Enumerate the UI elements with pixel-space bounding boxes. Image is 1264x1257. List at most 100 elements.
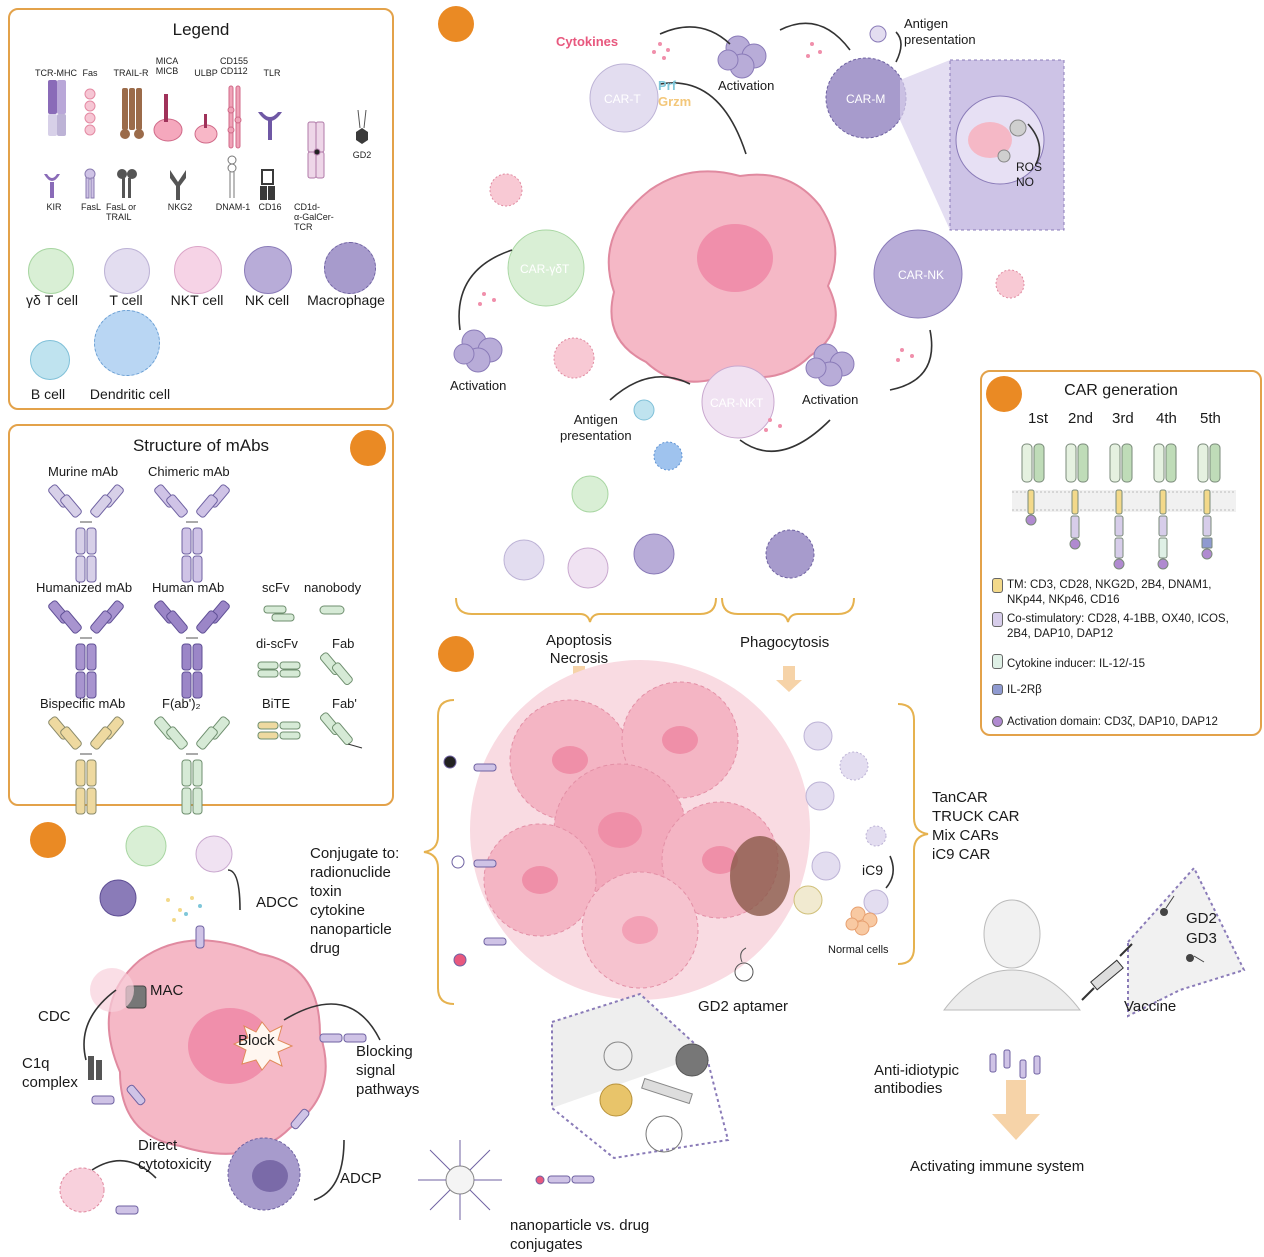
mabs-panel: Structure of mAbs Murine mAb Chimeric mA…: [8, 424, 394, 815]
tlr-glyph: [258, 112, 282, 140]
receptor-label-nkg2: NKG2: [167, 202, 193, 212]
fab-glyph: [319, 652, 353, 686]
conjugate-label: Conjugate to: radionuclide toxin cytokin…: [310, 845, 400, 957]
left-brace: [423, 699, 455, 1005]
drug-conjugate: [535, 1175, 595, 1185]
car-legend-il2rb-swatch: [992, 684, 1003, 695]
receptor-label-dnam1: DNAM-1: [215, 202, 251, 212]
direct-cytotoxicity-label: Direct cytotoxicity: [138, 1137, 212, 1173]
gd2-aptamer-glyph: [734, 947, 754, 982]
antigen-presentation-top: Antigen presentation: [904, 16, 976, 47]
car-legend-costim-swatch: [992, 612, 1003, 627]
receptor-label-cd155: CD155 CD112: [219, 56, 248, 76]
scfv-glyph: [263, 605, 295, 622]
receptor-label-fas: Fas: [82, 68, 98, 78]
block-burst: [232, 1021, 294, 1071]
right-brace: [897, 703, 929, 965]
receptor-glyphs-row1: [44, 80, 368, 200]
fragment-label-fab: Fab: [332, 636, 355, 651]
mabs-title: Structure of mAbs: [132, 436, 270, 455]
car-nk-label: CAR-NK: [898, 268, 945, 282]
car-gen-1st: 1st: [1028, 410, 1049, 427]
phagocytosis-bracket: [721, 597, 855, 623]
cdc-debris: [90, 968, 134, 1012]
tcr-mhc-glyph: [48, 80, 57, 114]
car-gen-title: CAR generation: [1064, 382, 1178, 399]
car-types-label: TanCAR TRUCK CAR Mix CARs iC9 CAR: [932, 789, 1020, 863]
gd-t-cell-label: γδ T cell: [26, 292, 78, 308]
dendritic-cell-label: Dendritic cell: [89, 386, 171, 402]
person-figure: [942, 899, 1082, 1011]
vaccine-gd3-label: GD3: [1186, 930, 1217, 947]
mica-glyph: [153, 94, 183, 142]
activation-cluster-right: [805, 343, 855, 387]
nk-cell-mab: [99, 879, 137, 917]
block-label: Block: [238, 1032, 275, 1049]
vaccine-gd2-label: GD2: [1186, 910, 1217, 927]
anti-idiotypic-antibodies: [989, 1049, 1041, 1079]
activating-arrow: [992, 1080, 1040, 1140]
car-gd-t-label: CAR-γδT: [520, 262, 570, 276]
mab-mechanism-illustration: [59, 825, 381, 1215]
di-scfv-glyph: [257, 661, 301, 678]
nanoparticle-conjugate: [418, 1140, 502, 1220]
mab-label-fab2: F(ab')₂: [162, 696, 201, 711]
receptor-label-fasl-trail: FasL or TRAIL: [106, 202, 137, 222]
nanoparticle-types: [599, 1041, 709, 1153]
activation-cluster-left: [453, 329, 503, 373]
macrophage-icon: [324, 242, 376, 294]
fragment-label-bite: BiTE: [262, 696, 291, 711]
tumor-mass: [470, 660, 810, 1000]
normal-cells: [845, 906, 878, 936]
nk-cell-label: NK cell: [244, 292, 290, 308]
car-gen-5th: 5th: [1200, 410, 1221, 427]
fab-prime-glyph: [319, 712, 363, 749]
phagocytosis-label: Phagocytosis: [740, 634, 830, 651]
trail-r-glyph: [120, 88, 144, 139]
syringe-icon: [1081, 943, 1133, 1001]
car-legend-il2rb: IL-2Rβ: [992, 684, 1042, 696]
receptor-label-gd2: GD2: [352, 150, 372, 160]
car-m-zoom-wedge: [900, 60, 950, 230]
activation-label-right: Activation: [802, 392, 859, 407]
blocking-signal-label: Blocking signal pathways: [356, 1043, 420, 1098]
fasl-trail-glyph: [117, 169, 137, 198]
antibodies-on-tumor-mab: [91, 925, 367, 1215]
t-cell-small-top: [869, 25, 887, 43]
cd1d-tcr-glyph: [307, 148, 325, 179]
vaccine-zoom-panel: [1127, 866, 1246, 1018]
car-nkt-cell: [701, 365, 775, 439]
car-legend-tm-swatch: [992, 578, 1003, 593]
cd16-glyph: [260, 169, 275, 200]
tumor-nucleus-mab: [188, 1008, 272, 1084]
car-nkt-label: CAR-NKT: [710, 396, 764, 410]
car-cells-near-tumor: [793, 721, 889, 915]
legend-panel: Legend: [8, 8, 394, 410]
vaccine-label: Vaccine: [1124, 998, 1177, 1015]
ulbp-glyph: [194, 114, 218, 144]
b-cell-icon: [30, 340, 70, 380]
c1q-complex-label: C1q complex: [22, 1055, 78, 1091]
dnam1-glyph: [227, 155, 237, 198]
receptor-label-fasl: FasL: [80, 202, 101, 212]
car-nk-cell: [873, 229, 963, 319]
mac-label: MAC: [150, 982, 184, 999]
c1q-complex-glyph: [88, 1056, 102, 1080]
prf-label: Prf: [658, 78, 677, 93]
t-cell-icon: [104, 248, 150, 294]
car-generation-structures: [1012, 443, 1236, 570]
car-gen-3rd: 3rd: [1112, 410, 1134, 427]
car-legend-cytokine: Cytokine inducer: IL-12/-15: [992, 654, 1145, 670]
phagocytosis-cell-cluster: [765, 529, 815, 579]
car-t-label: CAR-T: [604, 92, 641, 106]
dendritic-cell-icon: [94, 310, 160, 376]
car-legend-costim: Co-stimulatory: CD28, 4-1BB, OX40, ICOS,…: [992, 612, 1229, 642]
cytotoxic-granules: [166, 896, 202, 922]
car-legend-cytokine-swatch: [992, 654, 1003, 669]
nanoparticle-vs-drug-label: nanoparticle vs. drug conjugates: [510, 1217, 650, 1253]
nkt-cell-icon: [174, 246, 222, 294]
fragment-label-fab-prime: Fab': [332, 696, 357, 711]
receptor-label-trail-r: TRAIL-R: [113, 68, 149, 78]
nkg2-glyph: [170, 170, 186, 200]
